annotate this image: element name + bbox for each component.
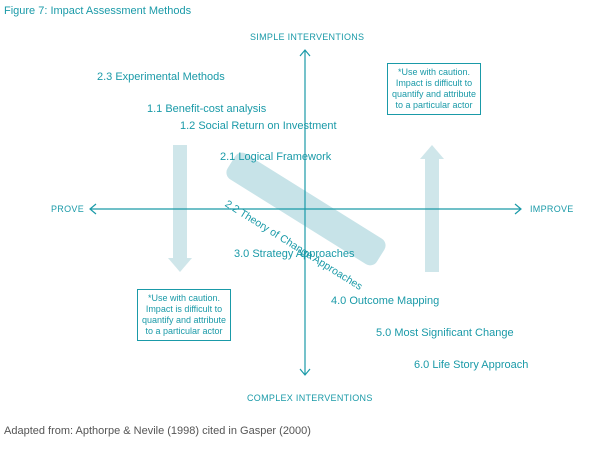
axis-label-top: SIMPLE INTERVENTIONS <box>250 32 365 42</box>
horizontal-axis <box>89 203 522 215</box>
method-6-0: 6.0 Life Story Approach <box>414 359 529 371</box>
prove-block-arrow <box>168 145 192 272</box>
axis-label-right: IMPROVE <box>530 204 574 214</box>
axis-label-bottom: COMPLEX INTERVENTIONS <box>247 393 373 403</box>
caution-note-top-right: *Use with caution. Impact is difficult t… <box>387 63 481 115</box>
figure-caption: Adapted from: Apthorpe & Nevile (1998) c… <box>4 425 311 437</box>
axis-label-left: PROVE <box>51 204 85 214</box>
method-1-2: 1.2 Social Return on Investment <box>180 120 337 132</box>
method-4-0: 4.0 Outcome Mapping <box>331 295 440 307</box>
vertical-axis <box>299 49 311 376</box>
method-2-3: 2.3 Experimental Methods <box>97 71 225 83</box>
method-3-0: 3.0 Strategy Approaches <box>234 248 355 260</box>
improve-block-arrow <box>420 145 444 272</box>
caution-note-bottom-left: *Use with caution. Impact is difficult t… <box>137 289 231 341</box>
figure-title: Figure 7: Impact Assessment Methods <box>4 5 192 17</box>
method-2-1: 2.1 Logical Framework <box>220 151 332 163</box>
method-1-1: 1.1 Benefit-cost analysis <box>147 103 267 115</box>
method-5-0: 5.0 Most Significant Change <box>376 327 514 339</box>
